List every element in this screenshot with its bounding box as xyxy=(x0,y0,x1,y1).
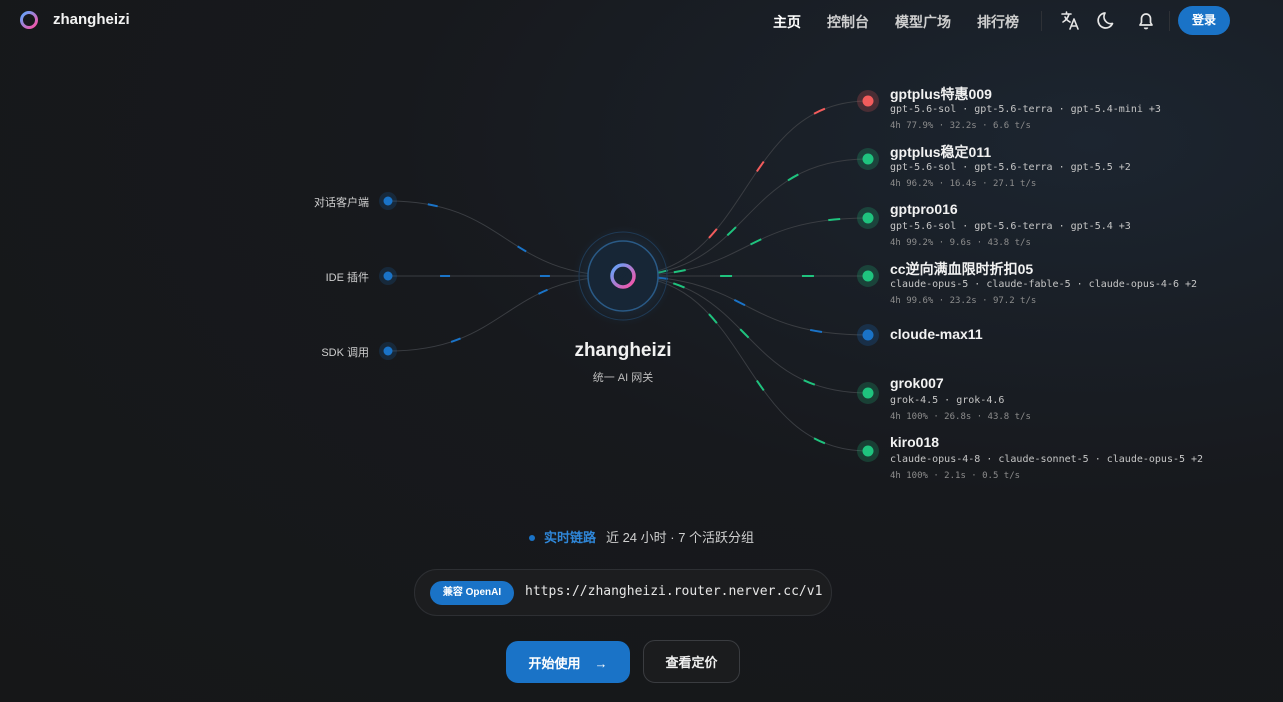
nav-console[interactable]: 控制台 xyxy=(827,14,869,30)
route-node-name[interactable]: gptpro016 xyxy=(890,201,958,217)
login-button[interactable]: 登录 xyxy=(1178,6,1230,35)
divider xyxy=(1169,11,1170,31)
input-label-ide-plugin: IDE 插件 xyxy=(325,272,369,284)
input-node-dot xyxy=(383,346,393,356)
route-node-models: claude-opus-4-8 · claude-sonnet-5 · clau… xyxy=(890,454,1204,465)
route-status-dot[interactable] xyxy=(862,270,874,282)
compat-badge: 兼容 OpenAI xyxy=(430,581,514,605)
route-flow-dash xyxy=(622,275,869,452)
input-flow-dash xyxy=(387,200,624,277)
route-node-name[interactable]: gptplus稳定011 xyxy=(890,144,992,160)
route-status-dot[interactable] xyxy=(862,153,874,165)
top-bar: zhangheizi 主页 控制台 模型广场 排行榜 登录 xyxy=(0,0,1283,40)
route-node-name[interactable]: kiro018 xyxy=(890,434,940,450)
endpoint-url[interactable]: https://zhangheizi.router.nerver.cc/v1 xyxy=(525,584,823,599)
route-node-stats: 4h 96.2% · 16.4s · 27.1 t/s xyxy=(890,179,1037,189)
arrow-right-icon: → xyxy=(594,655,608,671)
live-status: 实时链路近 24 小时 · 7 个活跃分组 xyxy=(0,527,1283,546)
route-node-stats: 4h 100% · 26.8s · 43.8 t/s xyxy=(890,412,1031,422)
api-endpoint[interactable]: 兼容 OpenAI https://zhangheizi.router.nerv… xyxy=(414,569,832,616)
bell-icon[interactable] xyxy=(1135,9,1157,31)
gateway-hub xyxy=(573,226,673,326)
route-flow-dash xyxy=(622,100,869,277)
divider xyxy=(1041,11,1042,31)
view-pricing-button[interactable]: 查看定价 xyxy=(643,640,740,683)
route-node-stats: 4h 99.2% · 9.6s · 43.8 t/s xyxy=(890,238,1031,248)
route-node-models: grok-4.5 · grok-4.6 xyxy=(890,395,1005,406)
hub-subtitle: 统一 AI 网关 xyxy=(592,372,654,384)
nav-leaderboard[interactable]: 排行榜 xyxy=(977,14,1019,30)
nav-model-square[interactable]: 模型广场 xyxy=(895,14,951,30)
input-label-chat-client: 对话客户端 xyxy=(314,197,369,209)
translate-icon[interactable] xyxy=(1059,9,1081,31)
hub-title: zhangheizi xyxy=(574,340,672,361)
live-label: 实时链路 xyxy=(543,530,596,545)
input-node-dot xyxy=(383,196,393,206)
route-node-models: gpt-5.6-sol · gpt-5.6-terra · gpt-5.4 +3 xyxy=(890,221,1131,232)
route-status-dot[interactable] xyxy=(862,212,874,224)
route-node-models: gpt-5.6-sol · gpt-5.6-terra · gpt-5.4-mi… xyxy=(890,104,1161,115)
live-meta: 近 24 小时 · 7 个活跃分组 xyxy=(605,530,755,545)
get-started-label: 开始使用 xyxy=(528,655,581,671)
route-status-dot[interactable] xyxy=(862,387,874,399)
input-node-dot xyxy=(383,271,393,281)
route-node-stats: 4h 77.9% · 32.2s · 6.6 t/s xyxy=(890,121,1031,131)
moon-icon[interactable] xyxy=(1097,9,1119,31)
logo-icon[interactable] xyxy=(19,10,39,30)
route-node-stats: 4h 99.6% · 23.2s · 97.2 t/s xyxy=(890,296,1037,306)
nav-home[interactable]: 主页 xyxy=(773,14,801,30)
route-node-name[interactable]: cc逆向满血限时折扣05 xyxy=(890,261,1034,277)
route-node-name[interactable]: grok007 xyxy=(890,375,944,391)
route-node-stats: 4h 100% · 2.1s · 0.5 t/s xyxy=(890,471,1021,481)
route-node-models: gpt-5.6-sol · gpt-5.6-terra · gpt-5.5 +2 xyxy=(890,162,1131,173)
input-label-sdk: SDK 调用 xyxy=(321,347,369,359)
route-status-dot[interactable] xyxy=(862,95,874,107)
get-started-button[interactable]: 开始使用 → xyxy=(506,641,630,683)
route-status-dot[interactable] xyxy=(862,445,874,457)
brand-name[interactable]: zhangheizi xyxy=(53,11,130,28)
route-flow-dash xyxy=(622,275,869,394)
route-node-name[interactable]: gptplus特惠009 xyxy=(890,86,992,102)
live-dot-icon xyxy=(528,534,535,541)
route-status-dot[interactable] xyxy=(862,329,874,341)
route-node-name[interactable]: cloude-max11 xyxy=(890,326,983,342)
route-node-models: claude-opus-5 · claude-fable-5 · claude-… xyxy=(890,279,1198,290)
